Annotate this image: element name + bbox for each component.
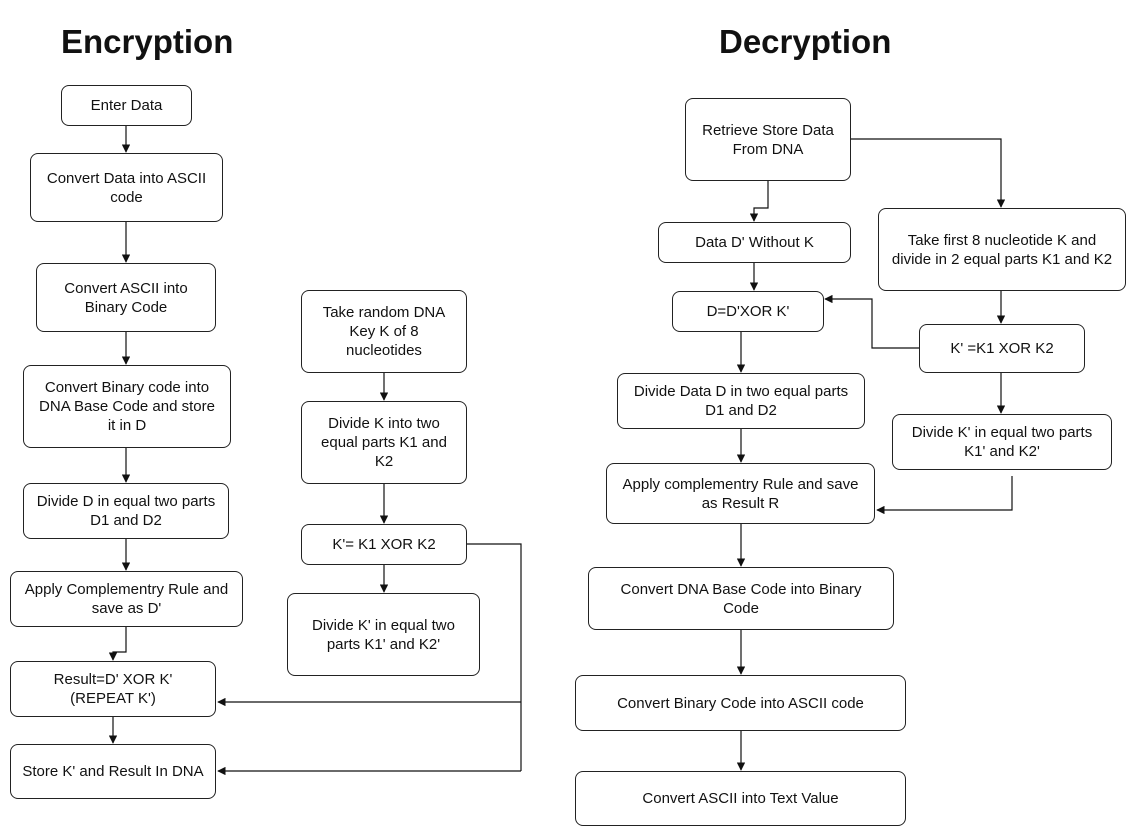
- line-kp-right: [467, 543, 522, 771]
- take-random-key-box: Take random DNA Key K of 8 nucleotides: [301, 290, 467, 373]
- ascii-to-text-box: Convert ASCII into Text Value: [575, 771, 906, 826]
- k-prime-xor-box: K'= K1 XOR K2: [301, 524, 467, 565]
- take-first-nucleotide-box: Take first 8 nucleotide K and divide in …: [878, 208, 1126, 291]
- convert-ascii-binary-box: Convert ASCII into Binary Code: [36, 263, 216, 332]
- store-result-box: Store K' and Result In DNA: [10, 744, 216, 799]
- d-xor-box: D=D'XOR K': [672, 291, 824, 332]
- divide-k-box: Divide K into two equal parts K1 and K2: [301, 401, 467, 484]
- decryption-title: Decryption: [719, 23, 892, 60]
- arrow-retrieve-to-take: [851, 138, 1006, 208]
- divide-k-prime-dec-box: Divide K' in equal two parts K1' and K2': [892, 414, 1112, 470]
- arrow-divide-k-to-apply: [876, 476, 1013, 515]
- arrow-retrieve-to-data: [749, 181, 769, 222]
- arrow-kxor-to-dxor: [824, 294, 919, 349]
- apply-rule-dec-box: Apply complementry Rule and save as Resu…: [606, 463, 875, 524]
- k-xor-box: K' =K1 XOR K2: [919, 324, 1085, 373]
- data-without-k-box: Data D' Without K: [658, 222, 851, 263]
- dna-to-binary-box: Convert DNA Base Code into Binary Code: [588, 567, 894, 630]
- convert-binary-dna-box: Convert Binary code into DNA Base Code a…: [23, 365, 231, 448]
- divide-k-prime-box: Divide K' in equal two parts K1' and K2': [287, 593, 480, 676]
- result-xor-box: Result=D' XOR K' (REPEAT K'): [10, 661, 216, 717]
- convert-data-ascii-box: Convert Data into ASCII code: [30, 153, 223, 222]
- apply-complementry-rule-box: Apply Complementry Rule and save as D': [10, 571, 243, 627]
- enter-data-box: Enter Data: [61, 85, 192, 126]
- divide-data-d-box: Divide Data D in two equal parts D1 and …: [617, 373, 865, 429]
- retrieve-data-box: Retrieve Store Data From DNA: [685, 98, 851, 181]
- divide-d-box: Divide D in equal two parts D1 and D2: [23, 483, 229, 539]
- binary-to-ascii-box: Convert Binary Code into ASCII code: [575, 675, 906, 731]
- arrow-apply-to-result: [108, 627, 127, 661]
- encryption-title: Encryption: [61, 23, 234, 60]
